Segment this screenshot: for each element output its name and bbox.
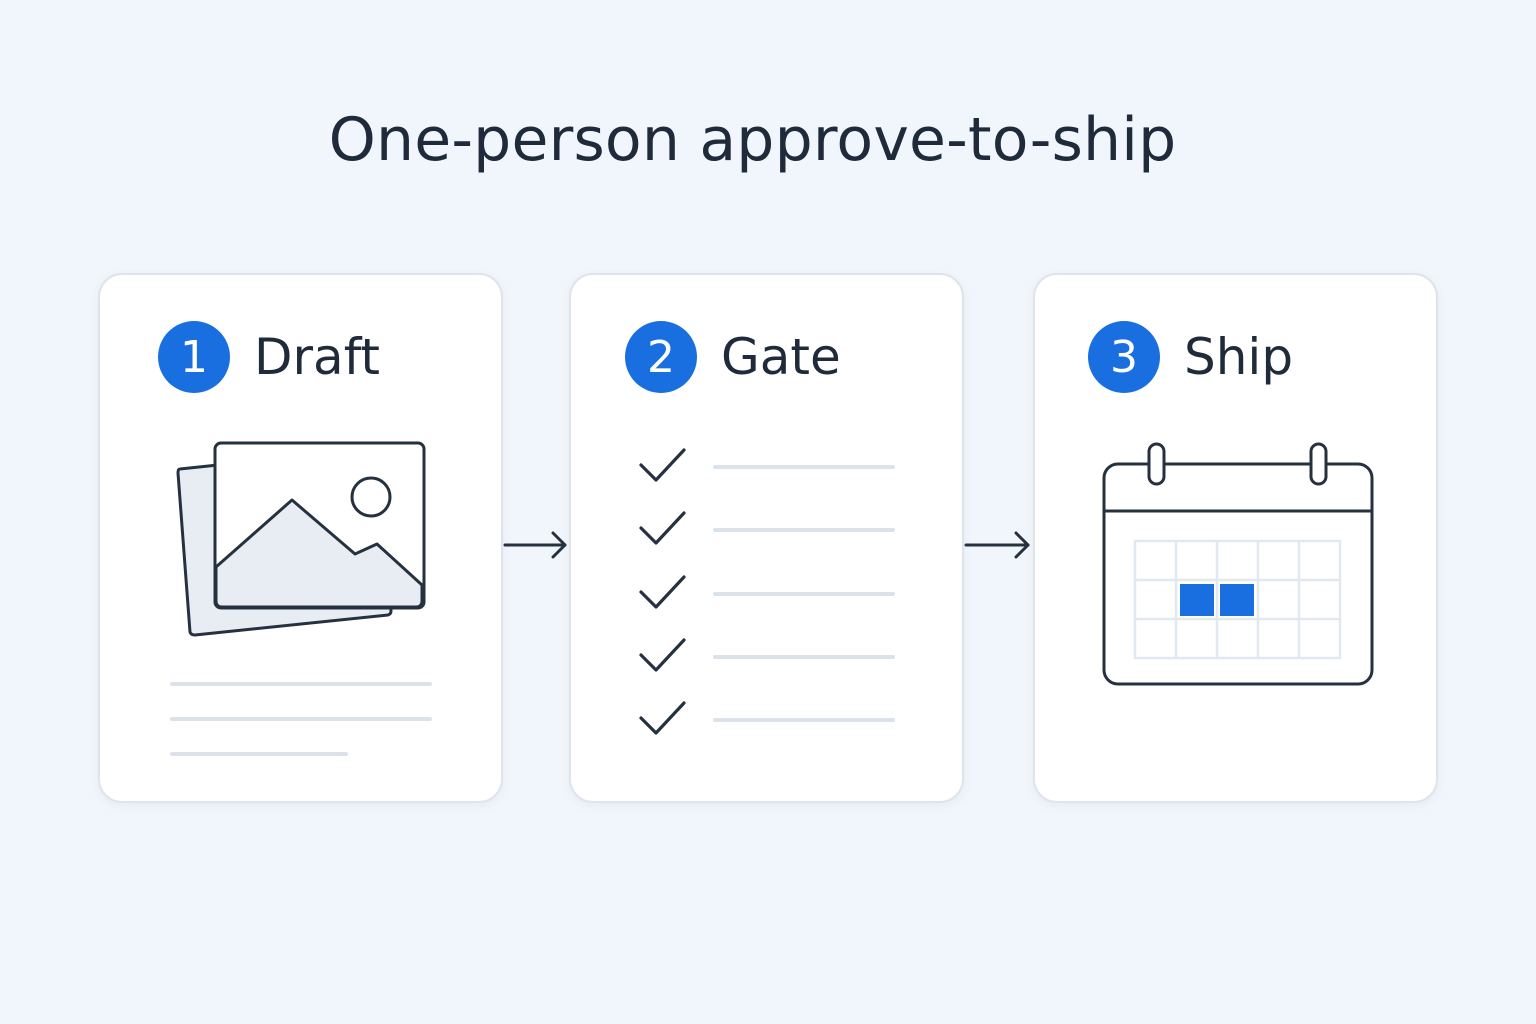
checklist-row — [639, 448, 895, 482]
checklist-row — [639, 511, 895, 545]
step-label: Ship — [1184, 328, 1294, 386]
step-number-badge: 1 — [158, 321, 230, 393]
text-lines-placeholder — [170, 682, 432, 756]
calendar-highlight-day — [1220, 584, 1254, 616]
checklist-icon — [639, 448, 895, 735]
diagram-title: One-person approve-to-ship — [328, 105, 1177, 175]
step-card-draft: 1 Draft — [98, 273, 503, 803]
step-header: 1 Draft — [158, 321, 380, 393]
step-number-badge: 3 — [1088, 321, 1160, 393]
step-label: Gate — [721, 328, 841, 386]
image-stack-icon — [176, 441, 426, 637]
calendar-icon — [1102, 442, 1374, 686]
step-card-ship: 3 Ship — [1033, 273, 1438, 803]
step-number-badge: 2 — [625, 321, 697, 393]
step-header: 3 Ship — [1088, 321, 1293, 393]
calendar-highlight-day — [1180, 584, 1214, 616]
step-header: 2 Gate — [625, 321, 841, 393]
checklist-row — [639, 575, 895, 609]
arrow-right-icon — [964, 531, 1030, 559]
arrow-right-icon — [503, 531, 567, 559]
checklist-row — [639, 701, 895, 735]
step-label: Draft — [254, 328, 381, 386]
step-card-gate: 2 Gate — [569, 273, 964, 803]
checklist-row — [639, 638, 895, 672]
